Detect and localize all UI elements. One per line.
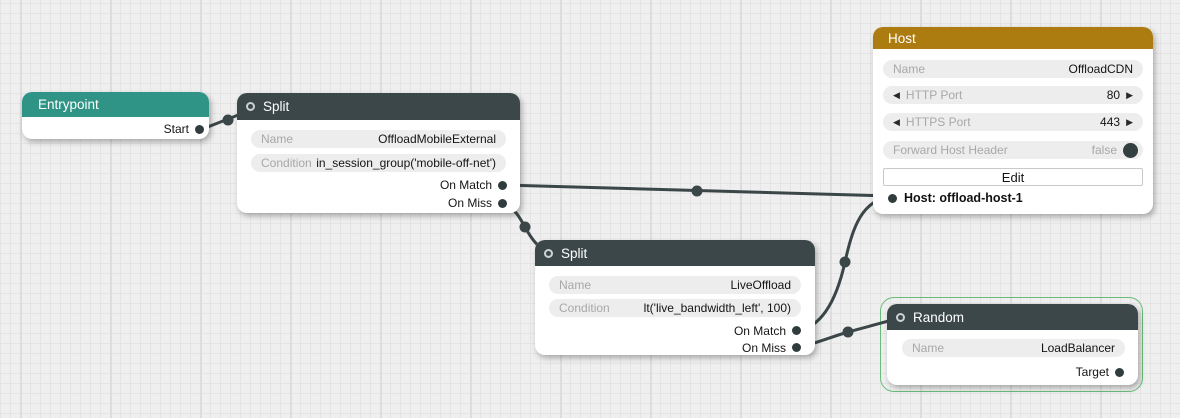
field-label: Name [893,62,926,76]
field-value: OffloadCDN [1068,62,1133,76]
node-title: Entrypoint [38,97,99,112]
forward-host-header-toggle[interactable]: Forward Host Header false [883,141,1143,159]
name-field[interactable]: Name LoadBalancer [902,339,1125,357]
output-row-on-miss: On Miss [237,194,520,212]
output-port-label: On Match [733,323,786,338]
condition-field[interactable]: Condition lt('live_bandwidth_left', 100) [549,299,801,317]
http-port-stepper[interactable]: ◀ HTTP Port 80 ▶ [883,86,1143,104]
field-label: Name [261,132,294,146]
edge-junction-dot[interactable] [839,256,851,268]
output-row-on-match: On Match [237,176,520,194]
node-title: Host [888,30,916,46]
node-title: Random [913,309,965,325]
node-title: Split [561,245,588,261]
edge-junction-dot[interactable] [691,185,703,197]
https-port-stepper[interactable]: ◀ HTTPS Port 443 ▶ [883,113,1143,131]
node-split-mobile[interactable]: Split Name OffloadMobileExternal Conditi… [237,93,520,213]
input-port-label: Host: offload-host-1 [904,191,1023,205]
name-field[interactable]: Name LiveOffload [549,276,801,294]
field-label: HTTP Port [905,88,963,102]
name-field[interactable]: Name OffloadMobileExternal [251,130,506,148]
output-port-target[interactable] [1115,367,1124,377]
node-host[interactable]: Host Name OffloadCDN ◀ HTTP Port 80 ▶ ◀ … [873,27,1153,214]
node-entrypoint[interactable]: Entrypoint Start [22,92,209,139]
edit-button[interactable]: Edit [883,168,1143,186]
random-header[interactable]: Random [887,304,1138,330]
field-label: HTTPS Port [905,115,971,129]
output-port-label: On Miss [741,340,786,355]
condition-field[interactable]: Condition in_session_group('mobile-off-n… [251,154,506,172]
output-port-label: Start [163,122,189,136]
toggle-value: false [1091,143,1117,157]
edit-button-label: Edit [1001,169,1025,185]
field-value: LiveOffload [730,278,792,292]
output-row-target: Target [887,363,1138,381]
name-field[interactable]: Name OffloadCDN [883,60,1143,78]
field-label: Condition [261,156,312,170]
output-port-on-miss[interactable] [792,343,801,352]
split-live-header[interactable]: Split [535,240,815,266]
output-row-on-miss: On Miss [535,339,815,356]
output-port-label: Target [1075,365,1109,379]
field-value: LoadBalancer [1040,341,1115,355]
field-label: Name [912,341,945,355]
output-port-label: On Miss [447,196,492,210]
edge-junction-dot[interactable] [842,326,854,338]
decrement-arrow-icon[interactable]: ◀ [893,116,900,127]
output-row-on-match: On Match [535,322,815,339]
output-port-start[interactable] [195,124,204,134]
edge-split-mobile-onmatch-to-host[interactable] [501,183,894,198]
split-mobile-header[interactable]: Split [237,93,520,120]
input-row-host: Host: offload-host-1 [873,190,1153,206]
output-port-on-match[interactable] [792,326,801,335]
field-value: lt('live_bandwidth_left', 100) [643,301,791,315]
edge-junction-dot[interactable] [222,114,234,126]
node-title: Split [263,99,290,114]
edge-junction-dot[interactable] [519,221,531,233]
output-port-label: On Match [439,178,492,192]
input-port-icon[interactable] [896,312,905,322]
node-random[interactable]: Random Name LoadBalancer Target [887,304,1138,385]
field-label: Condition [559,301,610,315]
output-port-on-match[interactable] [498,180,507,190]
field-label: Forward Host Header [893,143,1008,157]
toggle-knob-icon[interactable] [1123,142,1138,158]
host-header[interactable]: Host [873,27,1153,49]
field-label: Name [559,278,592,292]
increment-arrow-icon[interactable]: ▶ [1126,116,1133,127]
output-port-on-miss[interactable] [498,198,507,208]
entrypoint-header[interactable]: Entrypoint [22,92,209,117]
field-value: in_session_group('mobile-off-net') [316,156,496,170]
input-port-icon[interactable] [246,102,255,111]
node-split-live[interactable]: Split Name LiveOffload Condition lt('liv… [535,240,815,355]
input-port-host[interactable] [888,193,897,203]
field-value: 80 [1106,88,1121,102]
input-port-icon[interactable] [544,248,553,258]
decrement-arrow-icon[interactable]: ◀ [893,89,900,100]
field-value: 443 [1100,115,1121,129]
increment-arrow-icon[interactable]: ▶ [1126,89,1133,100]
output-row-start: Start [22,120,209,138]
field-value: OffloadMobileExternal [378,132,496,146]
